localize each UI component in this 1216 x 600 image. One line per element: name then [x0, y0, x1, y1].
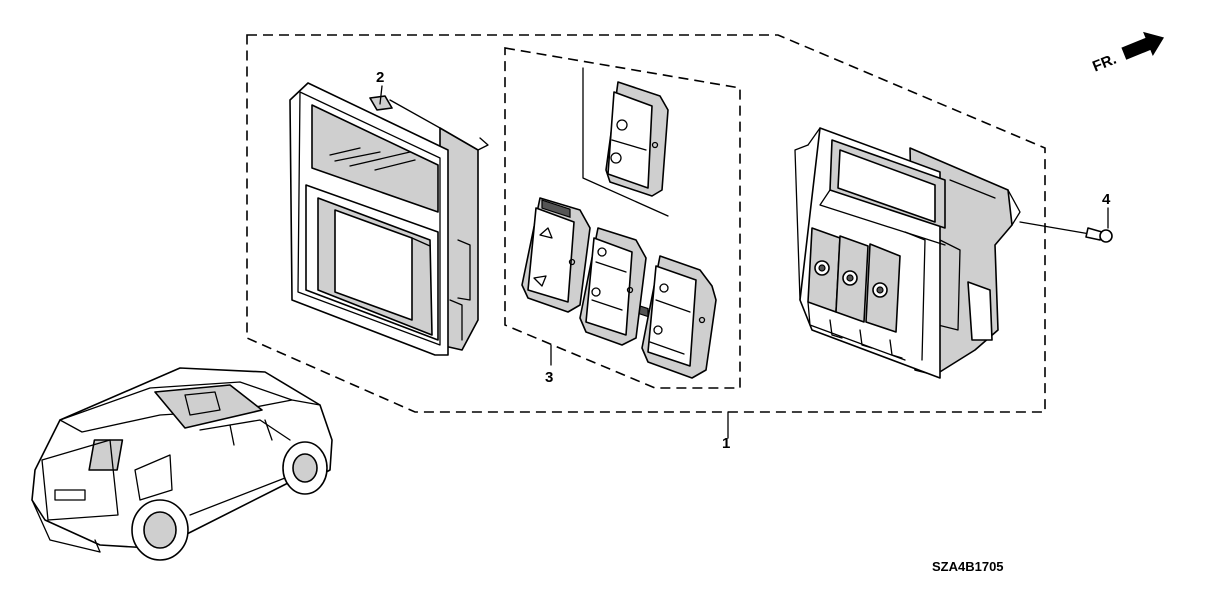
callout-2: 2 [376, 69, 384, 86]
switch-group [521, 67, 717, 379]
switch-middle [579, 227, 647, 346]
direction-indicator: FR. [1090, 31, 1165, 76]
direction-label: FR. [1090, 51, 1119, 76]
unit-switch-middle [835, 235, 869, 323]
assembly-boundary [246, 34, 1046, 413]
switch-group-boundary [504, 47, 741, 389]
diagram-code: SZA4B1705 [932, 559, 1004, 574]
callout-1: 1 [722, 435, 730, 452]
leader-2 [379, 85, 383, 105]
switch-left [521, 197, 591, 313]
screw [1019, 221, 1113, 243]
unit-switch-right [865, 243, 901, 333]
switch-top [605, 81, 669, 318]
control-unit [794, 127, 1021, 379]
bezel-panel [289, 82, 489, 356]
callout-4: 4 [1102, 191, 1111, 208]
arrow-right-icon [1121, 31, 1165, 60]
callout-3: 3 [545, 369, 553, 386]
unit-switch-left [807, 227, 841, 313]
switch-right [641, 255, 717, 379]
suv-vehicle-icon [31, 367, 333, 561]
